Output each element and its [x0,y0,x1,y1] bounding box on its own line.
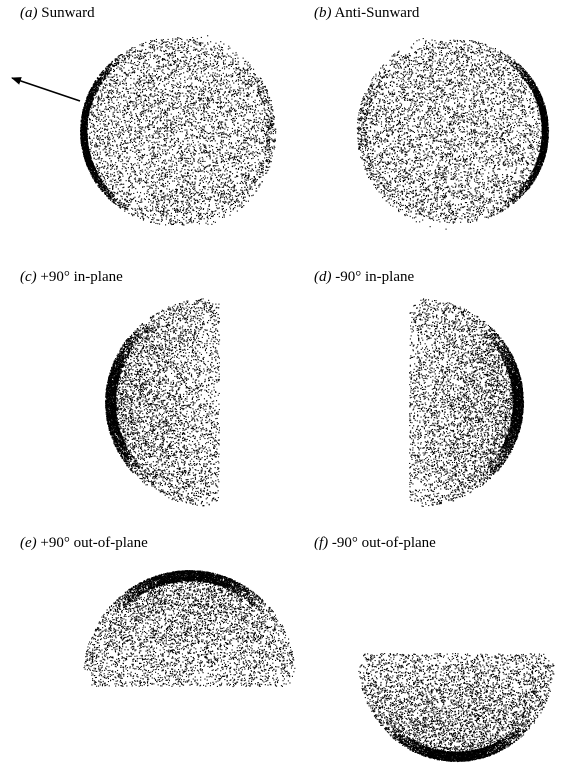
panel-e-plus90-out-of-plane-view [84,570,296,687]
sun-direction-arrow [12,78,80,101]
panel-a-sunward-view [80,35,276,225]
panel-b-anti-sunward-view [357,38,549,230]
panel-f-minus90-out-of-plane-view [358,653,554,762]
panel-c-plus90-in-plane-view [105,298,220,506]
panel-d-minus90-in-plane-view [409,298,524,507]
